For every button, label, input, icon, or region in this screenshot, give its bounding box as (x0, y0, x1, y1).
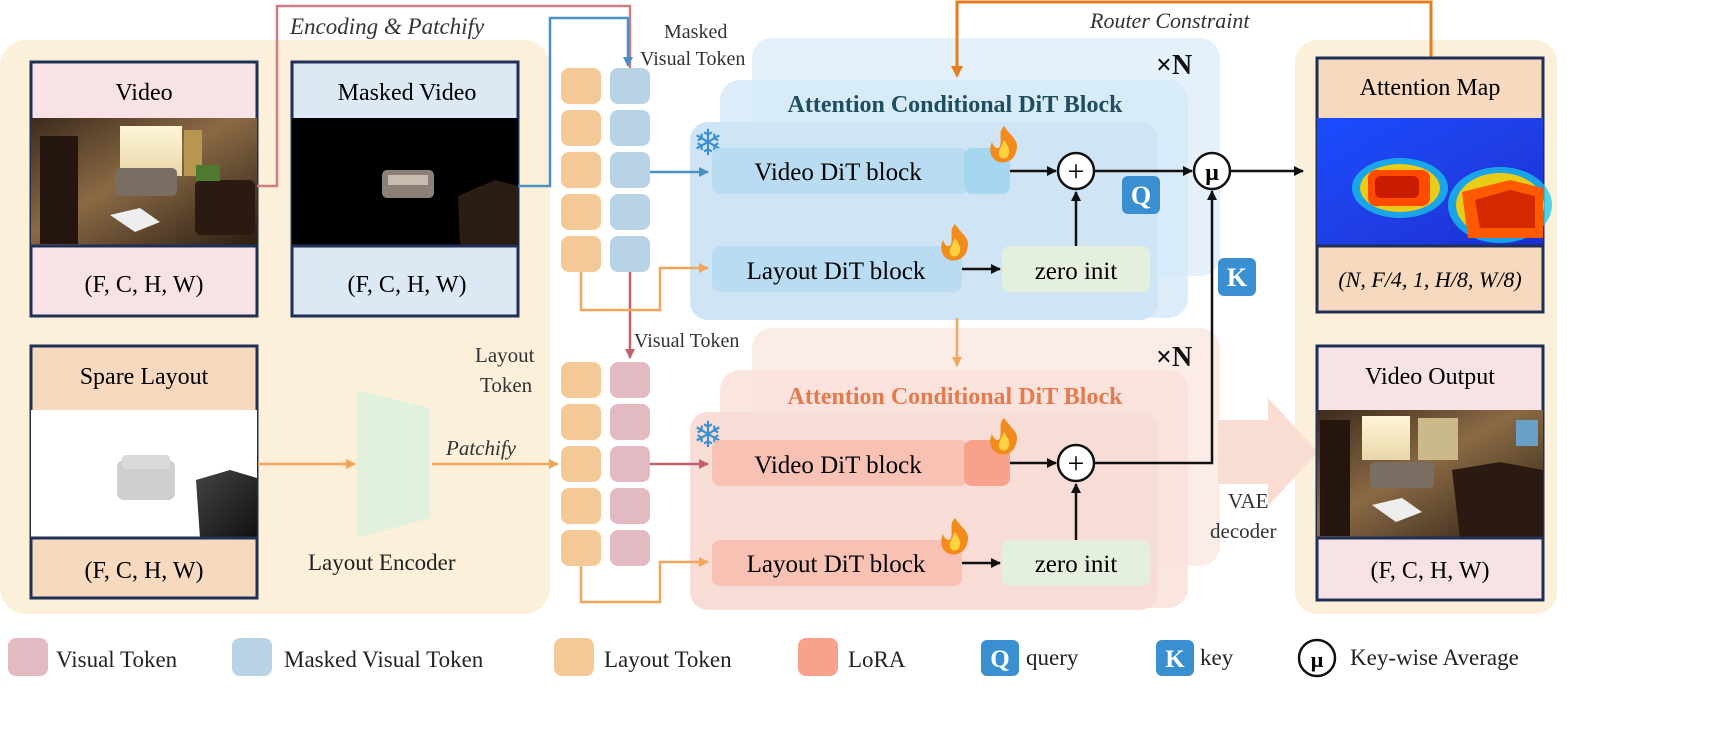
layout-encoder-label: Layout Encoder (308, 550, 456, 575)
top-zero-init-block (1002, 246, 1150, 292)
legend-item-query: Q query (981, 640, 1079, 676)
video-to-visual-token-connector (257, 4, 632, 188)
svg-text:μ: μ (1205, 160, 1219, 186)
svg-text:key: key (1200, 645, 1234, 670)
layout-encoder-shape (357, 390, 430, 538)
mu-node: μ (1192, 151, 1232, 191)
legend-item-masked-visual-token: Masked Visual Token (232, 638, 484, 676)
svg-text:Visual Token: Visual Token (56, 647, 178, 672)
layout-token-to-layout-dit-top-connector (579, 263, 709, 312)
legend-item-visual-token: Visual Token (8, 638, 178, 676)
masked-visual-token-column (610, 68, 650, 272)
bottom-video-dit-label: Video DiT block (754, 452, 922, 479)
query-badge: Q (1122, 176, 1160, 214)
svg-text:+: + (1068, 447, 1085, 480)
visual-token-label: Visual Token (634, 330, 739, 352)
masked-video-connector (518, 16, 633, 188)
bottom-layout-dit-label: Layout DiT block (747, 551, 926, 578)
bottom-plus-to-mu-connector (1094, 190, 1217, 465)
bottom-zero-init-label: zero init (1035, 551, 1118, 578)
legend-item-layout-token: Layout Token (554, 638, 732, 676)
video-output-dims: (F, C, H, W) (1371, 558, 1490, 584)
router-constraint-connector (951, 0, 1433, 78)
layout-token-column-bottom (561, 362, 601, 566)
svg-text:μ: μ (1311, 647, 1324, 672)
layout-token-to-layout-dit-bottom-connector (579, 557, 709, 604)
video-output-panel: Video Output (F, C, H, W) (1315, 344, 1545, 602)
svg-text:Q: Q (990, 646, 1009, 673)
masked-visual-token-label-2: Visual Token (640, 48, 745, 70)
layout-token-label-2: Token (480, 373, 533, 397)
attention-heatmap (1317, 118, 1552, 246)
video-output-frame (1317, 410, 1543, 538)
spare-layout-title: Spare Layout (80, 364, 209, 390)
masked-video-frame (292, 118, 518, 246)
top-video-dit-block (712, 148, 968, 194)
attention-map-panel: Attention Map (N, F/4, 1, H/8, W/8) (1315, 56, 1552, 314)
bottom-layout-dit-block (712, 540, 962, 586)
svg-text:+: + (1068, 155, 1085, 188)
bottom-zero-init-block (1002, 540, 1150, 586)
masked-video-panel: Masked Video (F, C, H, W) (290, 60, 520, 318)
layout-token-label-1: Layout (475, 343, 535, 367)
vae-label-2: decoder (1210, 519, 1276, 543)
key-badge: K (1218, 258, 1256, 296)
top-video-fire-icon (990, 126, 1018, 163)
bottom-video-fire-icon (990, 418, 1018, 455)
svg-text:query: query (1026, 645, 1079, 670)
svg-text:Layout Token: Layout Token (604, 647, 732, 672)
top-video-dit-label: Video DiT block (754, 159, 922, 186)
repeat-top-label: ×N (1156, 50, 1192, 81)
svg-text:LoRA: LoRA (848, 647, 906, 672)
repeat-bottom-label: ×N (1156, 342, 1192, 373)
video-output-title: Video Output (1365, 364, 1495, 390)
attention-map-dims: (N, F/4, 1, H/8, W/8) (1338, 267, 1521, 292)
svg-text:Key-wise Average: Key-wise Average (1350, 645, 1519, 670)
vae-decoder-arrow (1218, 398, 1318, 506)
top-block-title: Attention Conditional DiT Block (788, 92, 1124, 118)
layout-token-column-top (561, 68, 601, 272)
masked-video-title: Masked Video (338, 80, 477, 106)
legend-item-key: K key (1156, 640, 1234, 676)
masked-video-dims: (F, C, H, W) (348, 272, 467, 298)
legend-item-lora: LoRA (798, 638, 906, 676)
patchify-label: Patchify (445, 436, 517, 460)
spare-layout-panel: Spare Layout (F, C, H, W) (29, 344, 259, 600)
encoding-patchify-label: Encoding & Patchify (289, 14, 485, 39)
attention-map-title: Attention Map (1360, 75, 1501, 101)
video-dims: (F, C, H, W) (85, 272, 204, 298)
video-title: Video (115, 80, 172, 106)
masked-visual-token-label-1: Masked (664, 21, 727, 43)
top-plus-node: + (1056, 151, 1096, 191)
svg-text:Q: Q (1131, 181, 1151, 210)
svg-text:K: K (1165, 646, 1185, 673)
bottom-block-title: Attention Conditional DiT Block (788, 384, 1124, 410)
video-panel: Video (F, C, H, W) (29, 60, 259, 318)
visual-token-column (610, 362, 650, 566)
vae-label-1: VAE (1228, 489, 1268, 513)
spare-layout-frame (31, 410, 257, 538)
bottom-layout-fire-icon (941, 518, 969, 555)
svg-text:Masked Visual Token: Masked Visual Token (284, 647, 484, 672)
legend: Visual Token Masked Visual Token Layout … (8, 638, 1519, 678)
top-layout-fire-icon (941, 224, 969, 261)
svg-text:K: K (1227, 263, 1248, 292)
bottom-plus-node: + (1056, 443, 1096, 483)
video-frame (31, 118, 257, 246)
legend-item-key-wise-average: μ Key-wise Average (1297, 638, 1519, 678)
router-constraint-label: Router Constraint (1089, 8, 1250, 33)
spare-layout-dims: (F, C, H, W) (85, 558, 204, 584)
top-layout-dit-block (712, 246, 962, 292)
top-layout-dit-label: Layout DiT block (747, 258, 926, 285)
bottom-video-dit-block (712, 440, 968, 486)
top-zero-init-label: zero init (1035, 258, 1118, 285)
